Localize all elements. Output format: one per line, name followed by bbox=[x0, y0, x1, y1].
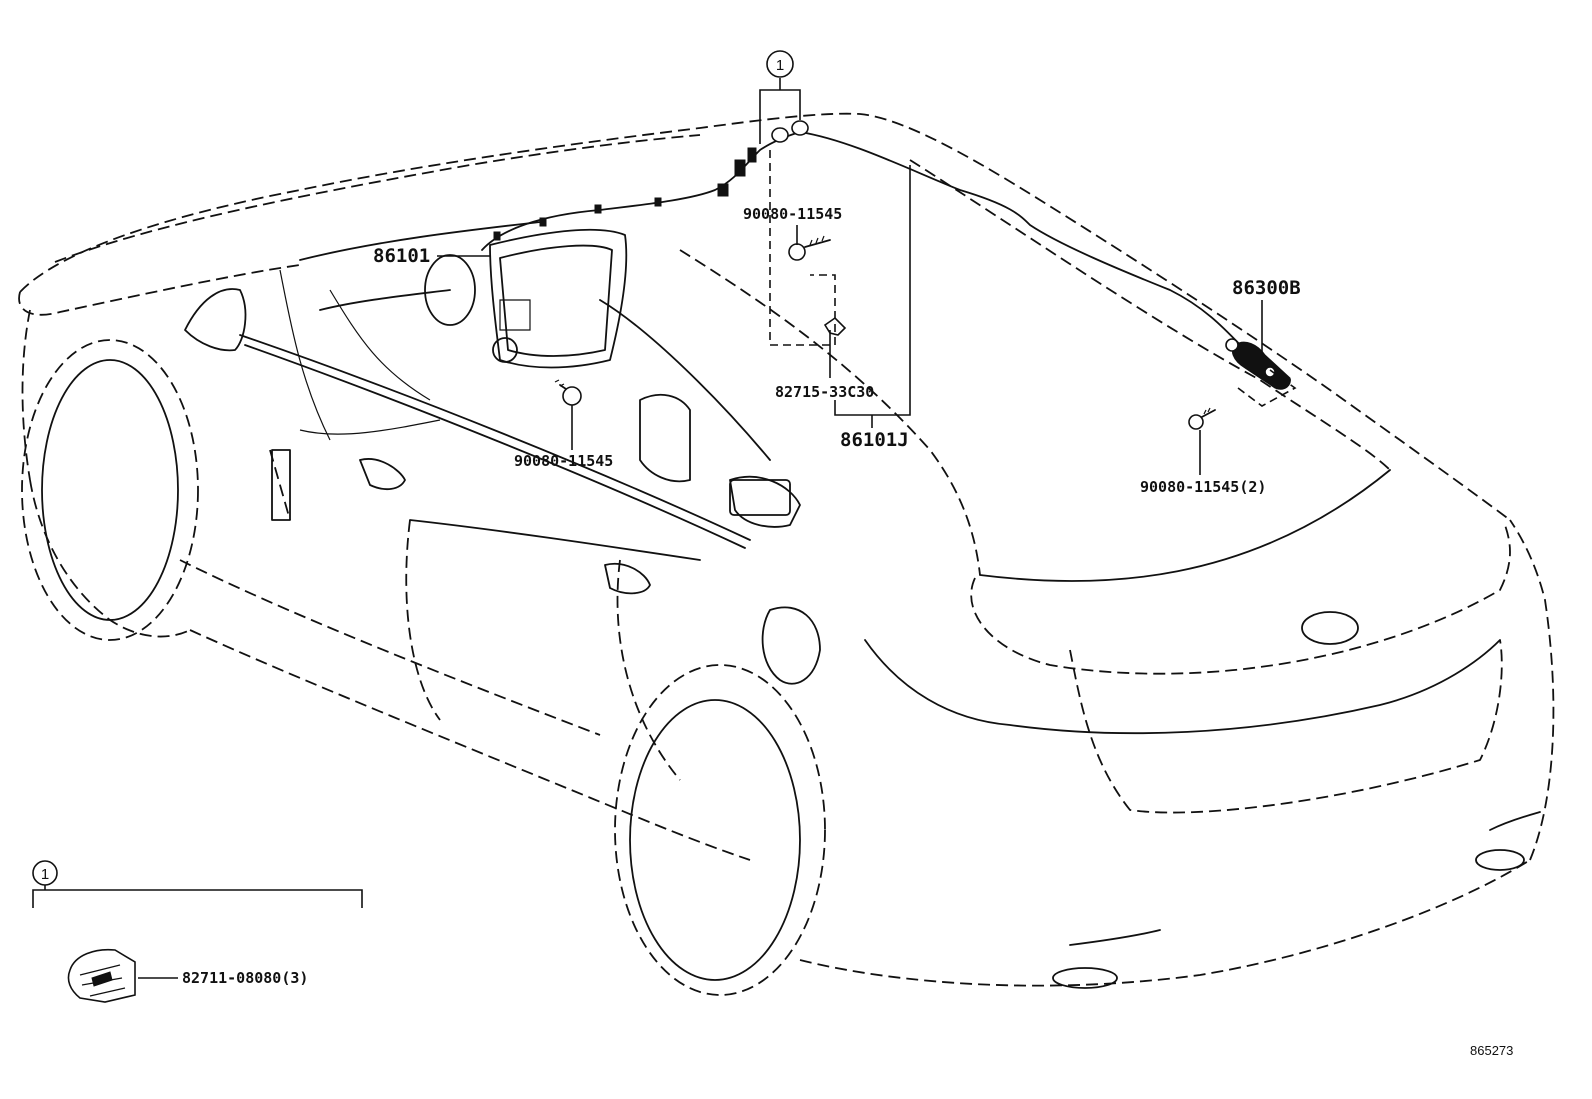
figure-number: 865273 bbox=[1470, 1043, 1513, 1058]
antenna-cable bbox=[481, 120, 1291, 381]
antenna-amplifier-icon bbox=[1225, 338, 1291, 390]
clamp-detail-icon bbox=[67, 948, 136, 1003]
clamp-icon bbox=[493, 147, 757, 241]
callout-inset: 1 bbox=[32, 860, 58, 886]
bolt-icon bbox=[554, 235, 1216, 430]
label-86300B: 86300B bbox=[1232, 277, 1301, 299]
label-86101: 86101 bbox=[373, 245, 430, 267]
leader-lines bbox=[32, 78, 1297, 979]
callout-top-label: 1 bbox=[776, 57, 784, 74]
label-86101J: 86101J bbox=[840, 429, 909, 451]
label-90080-right: 90080-11545(2) bbox=[1140, 478, 1266, 496]
label-82711: 82711-08080(3) bbox=[182, 969, 308, 987]
callout-top: 1 bbox=[766, 50, 794, 78]
label-90080-mid: 90080-11545 bbox=[514, 452, 613, 470]
navigation-display-icon bbox=[489, 228, 791, 516]
label-90080-top: 90080-11545 bbox=[743, 205, 842, 223]
label-82715: 82715-33C30 bbox=[775, 383, 874, 401]
car-body-outline bbox=[18, 112, 1555, 996]
callout-inset-label: 1 bbox=[41, 866, 49, 883]
